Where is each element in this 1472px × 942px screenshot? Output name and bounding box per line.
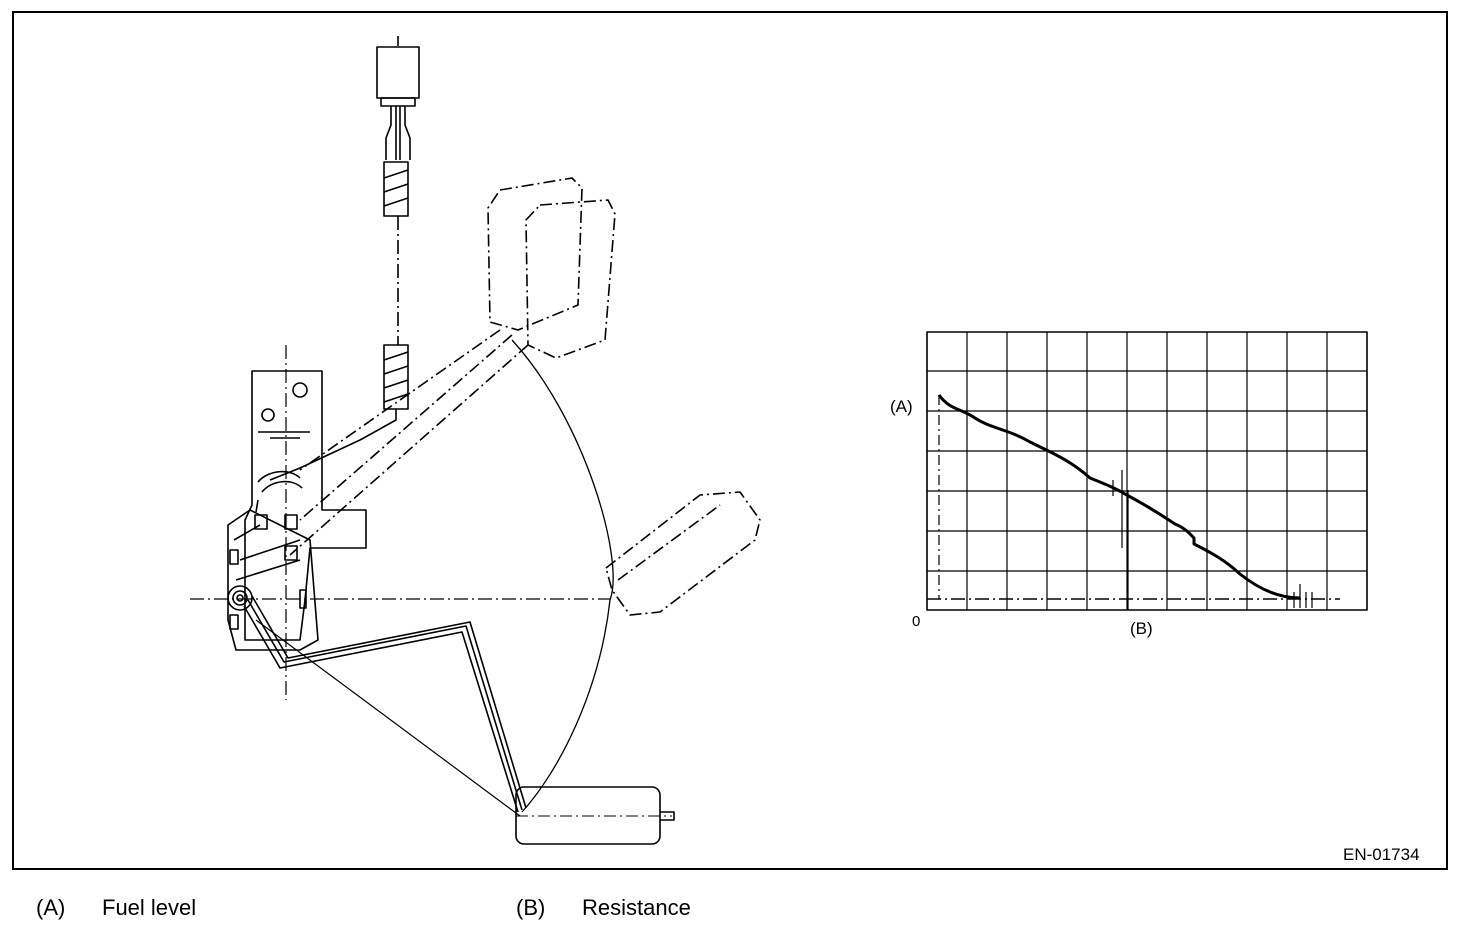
resistance-curve <box>937 394 1301 600</box>
legend-text-b: Resistance <box>582 895 691 920</box>
sender-bracket <box>190 345 610 700</box>
float-full-phantom <box>289 177 616 556</box>
figure-code: EN-01734 <box>1343 845 1420 864</box>
legend-item-b: (B) Resistance <box>516 895 691 921</box>
float-swing-arc <box>511 339 614 813</box>
graph-y-label: (A) <box>890 397 913 416</box>
float-empty <box>515 786 675 845</box>
float-arm <box>243 595 527 817</box>
resistance-graph <box>926 331 1368 611</box>
legend-item-a: (A) Fuel level <box>36 895 196 921</box>
legend-text-a: Fuel level <box>102 895 197 920</box>
electrical-connector <box>269 36 420 481</box>
legend-code-a: (A) <box>36 895 66 920</box>
graph-x-label: (B) <box>1130 619 1153 638</box>
graph-origin-label: 0 <box>912 613 920 630</box>
figure-frame <box>12 11 1448 870</box>
legend-code-b: (B) <box>516 895 546 920</box>
float-middle-phantom <box>605 491 761 616</box>
